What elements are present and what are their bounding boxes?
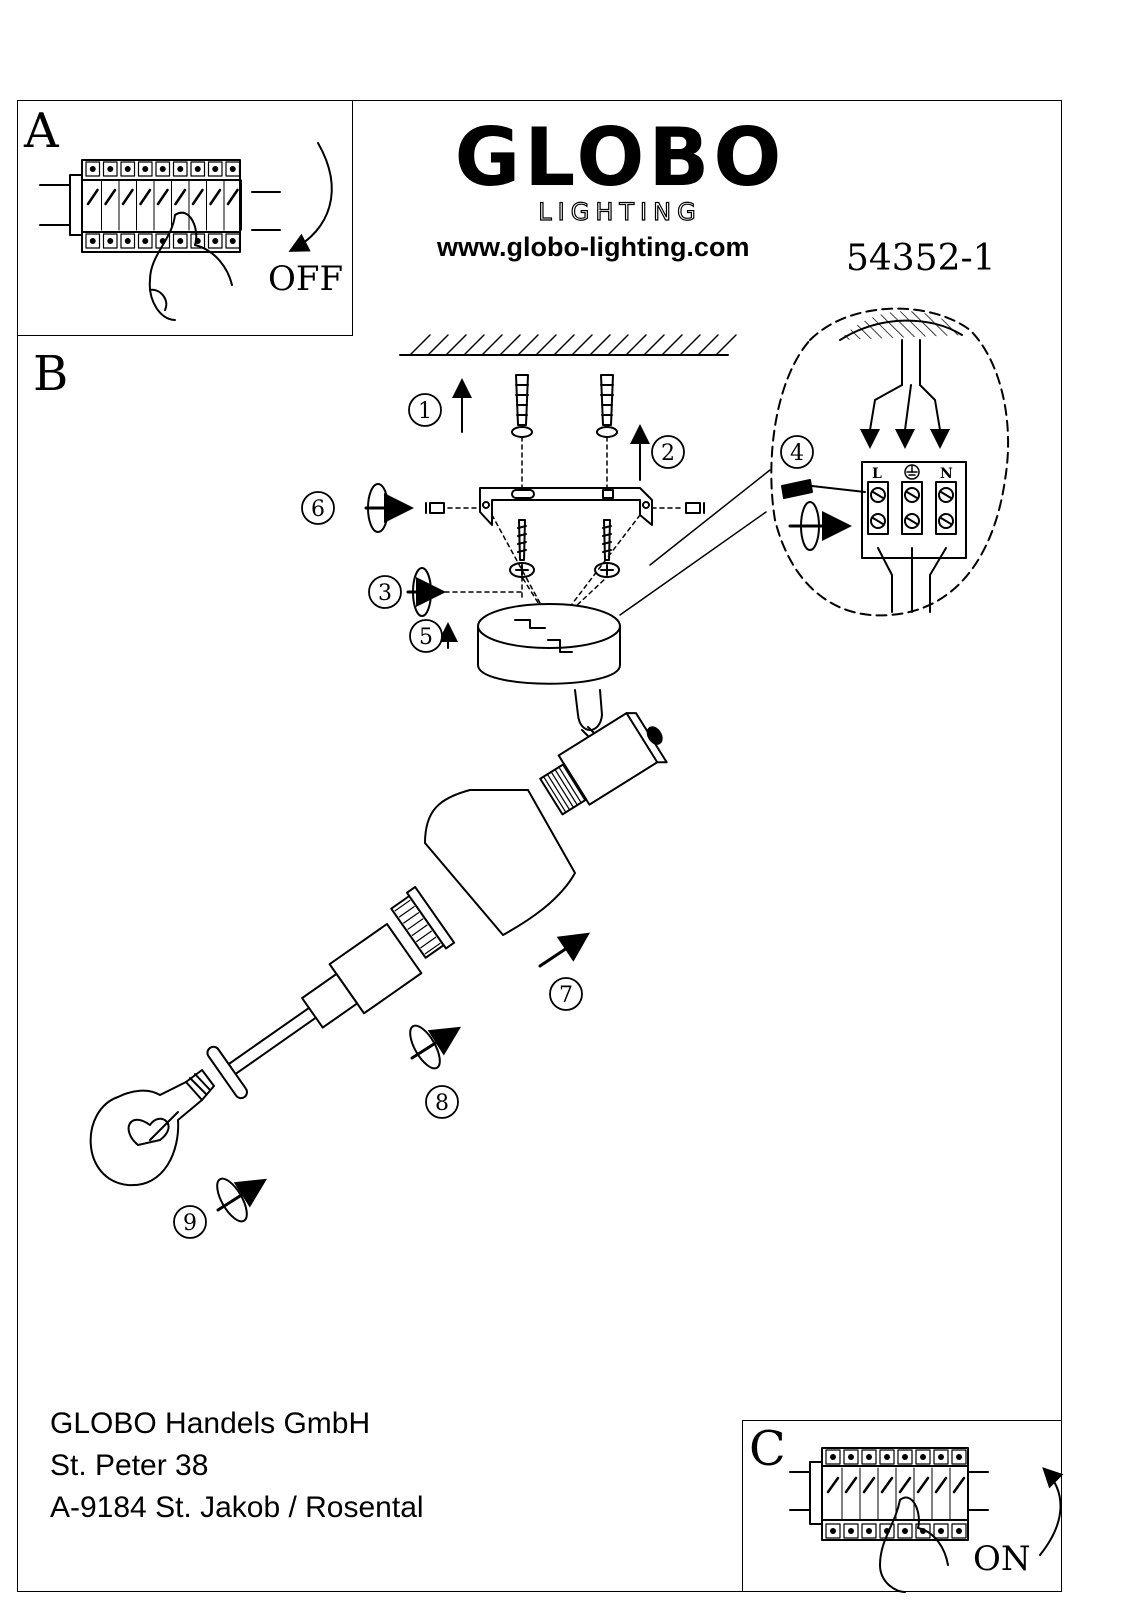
terminal-label-live: L bbox=[872, 466, 882, 482]
side-screw-right bbox=[685, 502, 705, 514]
ceiling-surface bbox=[399, 334, 737, 356]
breaker-bank-a bbox=[39, 159, 281, 253]
terminal-label-neutral: N bbox=[940, 466, 953, 482]
step-number-7: 7 bbox=[559, 983, 573, 1008]
logo-subline: LIGHTING bbox=[538, 198, 702, 226]
hand-off-icon bbox=[148, 211, 233, 321]
step-marker-9: 9 bbox=[173, 1205, 207, 1239]
bracket-screw-left bbox=[509, 519, 535, 578]
hand-on-icon bbox=[879, 1496, 949, 1593]
step-marker-6: 6 bbox=[301, 491, 335, 525]
arrow-7 bbox=[538, 932, 590, 968]
model-number: 54352-1 bbox=[846, 238, 996, 279]
breaker-bank-c bbox=[789, 1447, 989, 1541]
retaining-ring bbox=[390, 886, 456, 959]
mounting-bracket bbox=[479, 487, 653, 526]
panel-c-letter: C bbox=[749, 1421, 786, 1477]
rotate-8-icon bbox=[409, 1024, 441, 1070]
website-url: www.globo-lighting.com bbox=[437, 232, 750, 262]
address-company: GLOBO Handels GmbH bbox=[50, 1407, 371, 1440]
rotate-on-arrow bbox=[1039, 1467, 1064, 1556]
step-number-6: 6 bbox=[311, 497, 325, 522]
step-number-1: 1 bbox=[418, 399, 432, 424]
arrow-8 bbox=[410, 1026, 462, 1060]
ceiling-canopy bbox=[477, 603, 621, 685]
manufacturer-address: GLOBO Handels GmbH St. Peter 38 A-9184 S… bbox=[50, 1403, 424, 1529]
rotate-off-arrow bbox=[288, 142, 333, 252]
step-number-4: 4 bbox=[790, 441, 804, 466]
logo-wordmark: GLOBO bbox=[454, 111, 786, 204]
address-city: A-9184 St. Jakob / Rosental bbox=[50, 1491, 424, 1524]
step-marker-2: 2 bbox=[651, 435, 685, 469]
step-marker-8: 8 bbox=[425, 1085, 459, 1119]
step-number-9: 9 bbox=[183, 1211, 197, 1236]
wall-plug-left bbox=[511, 374, 533, 438]
page-frame bbox=[17, 100, 1062, 1592]
address-street: St. Peter 38 bbox=[50, 1449, 209, 1482]
step-number-8: 8 bbox=[435, 1091, 449, 1116]
earth-icon bbox=[904, 464, 920, 480]
arrow-9 bbox=[216, 1178, 268, 1212]
step-number-5: 5 bbox=[419, 625, 433, 650]
globo-logo: GLOBO LIGHTING bbox=[420, 111, 820, 226]
spot-head bbox=[539, 712, 668, 816]
step-number-2: 2 bbox=[661, 441, 675, 466]
lamp-socket bbox=[206, 923, 423, 1100]
panel-b-letter: B bbox=[33, 346, 69, 402]
step-marker-5: 5 bbox=[409, 619, 443, 653]
panel-a-letter: A bbox=[24, 103, 59, 159]
switch-on-label: ON bbox=[973, 1539, 1031, 1579]
step-number-3: 3 bbox=[378, 581, 392, 606]
lamp-shade bbox=[424, 789, 576, 936]
step-marker-4: 4 bbox=[780, 435, 814, 469]
light-bulb bbox=[89, 1069, 215, 1187]
step-marker-3: 3 bbox=[368, 575, 402, 609]
switch-off-label: OFF bbox=[268, 259, 344, 299]
rotate-6-icon bbox=[367, 483, 389, 533]
step-marker-1: 1 bbox=[408, 393, 442, 427]
step-marker-7: 7 bbox=[549, 977, 583, 1011]
side-screw-left bbox=[425, 502, 445, 514]
screwdriver-icon bbox=[781, 479, 866, 499]
wall-plug-right bbox=[596, 374, 618, 438]
